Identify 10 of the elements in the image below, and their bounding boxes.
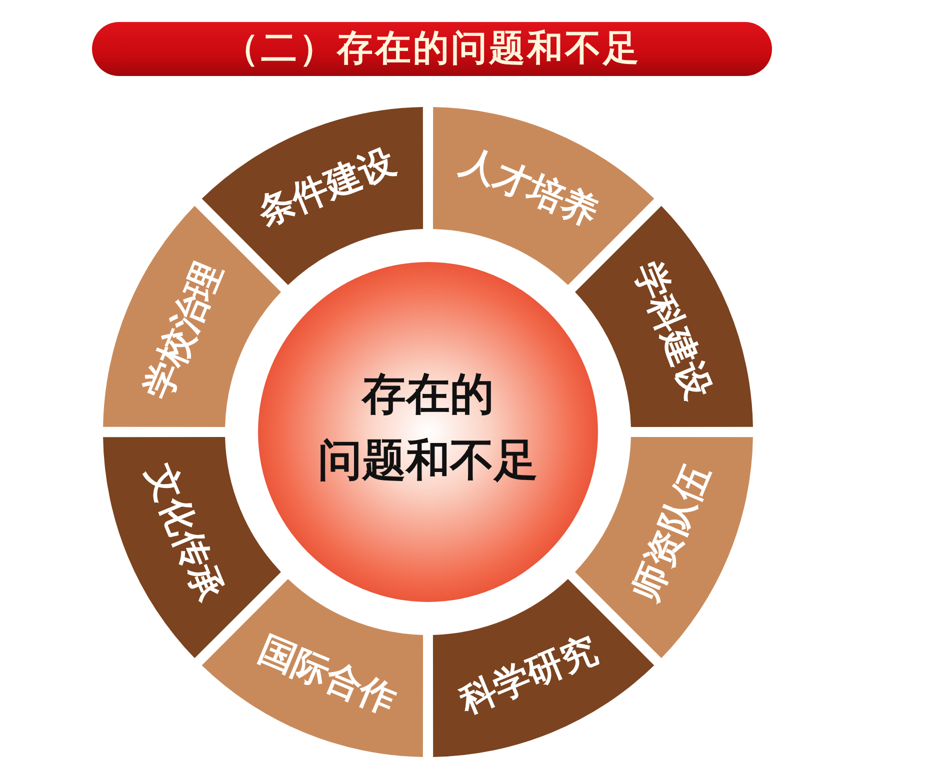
title-banner: （二）存在的问题和不足 (92, 22, 772, 76)
segment-label: 人才培养 (454, 140, 605, 236)
segment-label: 文化传承 (137, 457, 232, 610)
segment-label: 国际合作 (252, 628, 403, 724)
segment-label: 师资队伍 (624, 457, 719, 610)
segment-label: 学校治理 (136, 255, 232, 408)
center-label: 存在的问题和不足 (318, 369, 538, 486)
segment-label: 科学研究 (453, 628, 604, 724)
segment-label: 学科建设 (624, 255, 720, 408)
segment-label: 条件建设 (251, 140, 402, 236)
